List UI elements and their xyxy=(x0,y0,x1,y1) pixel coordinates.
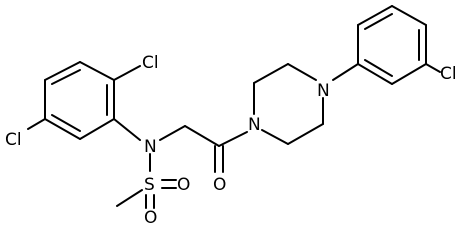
atom-o-carbonyl: O xyxy=(213,175,226,195)
bond-ch2-carbonyl xyxy=(184,125,220,147)
bond-n-ch2 xyxy=(159,125,186,141)
bond-ring-cl-left xyxy=(27,118,46,130)
bond-aryl-cl xyxy=(425,63,441,73)
piperazine-ring xyxy=(253,63,324,145)
chemical-structure-drawing: Cl Cl N S O O O N N Cl xyxy=(5,5,457,226)
atom-n-piperazine-left: N xyxy=(248,115,261,135)
atom-cl-top: Cl xyxy=(142,53,159,73)
bond-ring-n xyxy=(113,118,141,141)
atom-o-sulfonyl-right: O xyxy=(177,175,190,195)
bond-s-methyl xyxy=(116,189,143,207)
dichlorophenyl-ring xyxy=(44,61,115,140)
chlorophenyl-ring xyxy=(357,5,427,85)
bond-carbonyl-n xyxy=(218,131,248,147)
molecule-canvas: Cl Cl N S O O O N N Cl xyxy=(5,5,457,226)
atom-o-sulfonyl-bottom: O xyxy=(144,208,157,226)
atom-cl-left: Cl xyxy=(5,130,22,150)
atom-s: S xyxy=(144,175,155,195)
atom-cl-right: Cl xyxy=(440,64,457,84)
bond-ring-cl-top xyxy=(113,65,141,81)
atom-n-amide: N xyxy=(144,137,157,157)
atom-n-piperazine-right: N xyxy=(317,81,330,101)
bond-n-aryl xyxy=(332,63,359,81)
